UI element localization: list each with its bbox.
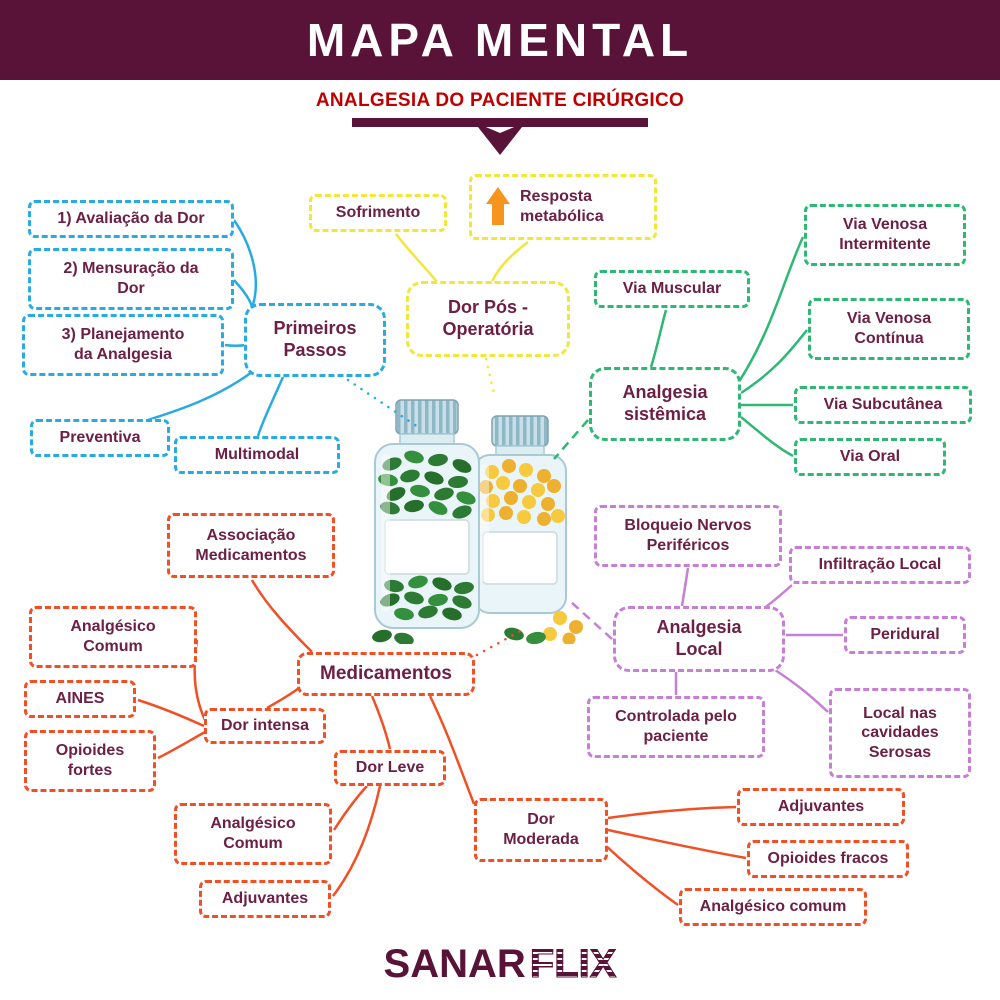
node-dor-moderada: Dor Moderada (474, 798, 608, 862)
node-controlada-pelo-paciente: Controlada pelo paciente (587, 696, 765, 758)
node-bloqueio-nervos-perifericos: Bloqueio Nervos Periféricos (594, 505, 782, 567)
node-via-oral: Via Oral (794, 438, 946, 476)
node-avaliacao-da-dor: 1) Avaliação da Dor (28, 200, 234, 238)
node-resposta-metabolica: Resposta metabólica (469, 174, 657, 240)
brand-flix: FLIX (529, 942, 617, 987)
node-dor-intensa-analgesico-comum: Analgésico Comum (29, 606, 197, 668)
node-preventiva: Preventiva (30, 419, 170, 457)
hub-medicamentos: Medicamentos (297, 652, 475, 696)
metabolic-up-arrow-icon (486, 187, 510, 227)
node-planejamento-da-analgesia: 3) Planejamento da Analgesia (22, 314, 224, 376)
node-local-cavidades-serosas: Local nas cavidades Serosas (829, 688, 971, 778)
node-label: Resposta metabólica (520, 188, 604, 225)
node-associacao-medicamentos: Associação Medicamentos (167, 513, 335, 578)
node-sofrimento: Sofrimento (309, 194, 447, 232)
node-via-subcutanea: Via Subcutânea (794, 386, 972, 424)
node-dor-leve: Dor Leve (334, 750, 446, 786)
subtitle-ribbon-arrow (352, 118, 648, 155)
node-infiltracao-local: Infiltração Local (789, 546, 971, 584)
node-mensuracao-da-dor: 2) Mensuração da Dor (28, 248, 234, 310)
node-opioides-fortes: Opioides fortes (24, 730, 156, 792)
node-aines: AINES (24, 680, 136, 718)
map-subtitle: ANALGESIA DO PACIENTE CIRÚRGICO (315, 90, 685, 111)
node-peridural: Peridural (844, 616, 966, 654)
node-dor-leve-adjuvantes: Adjuvantes (199, 880, 331, 918)
node-via-venosa-continua: Via Venosa Contínua (808, 298, 970, 360)
hub-dor-pos-operatoria: Dor Pós - Operatória (406, 281, 570, 357)
node-opioides-fracos: Opioides fracos (747, 840, 909, 878)
pill-bottles-illustration (372, 399, 583, 644)
node-dor-moderada-analgesico-comum: Analgésico comum (679, 888, 867, 926)
hub-primeiros-passos: Primeiros Passos (244, 303, 386, 377)
green-pill-bottle (374, 399, 480, 629)
node-dor-leve-analgesico-comum: Analgésico Comum (174, 803, 332, 865)
brand-sanar: SANAR (383, 942, 526, 986)
page-title: MAPA MENTAL (306, 14, 694, 66)
hub-analgesia-local: Analgesia Local (613, 606, 785, 672)
node-dor-intensa: Dor intensa (204, 708, 326, 744)
node-dor-moderada-adjuvantes: Adjuvantes (737, 788, 905, 826)
node-via-venosa-intermitente: Via Venosa Intermitente (804, 204, 966, 266)
node-multimodal: Multimodal (174, 436, 340, 474)
yellow-pill-bottle (473, 415, 567, 614)
node-via-muscular: Via Muscular (594, 270, 750, 308)
hub-analgesia-sistemica: Analgesia sistêmica (589, 367, 741, 441)
header-bar: MAPA MENTAL (0, 0, 1000, 80)
